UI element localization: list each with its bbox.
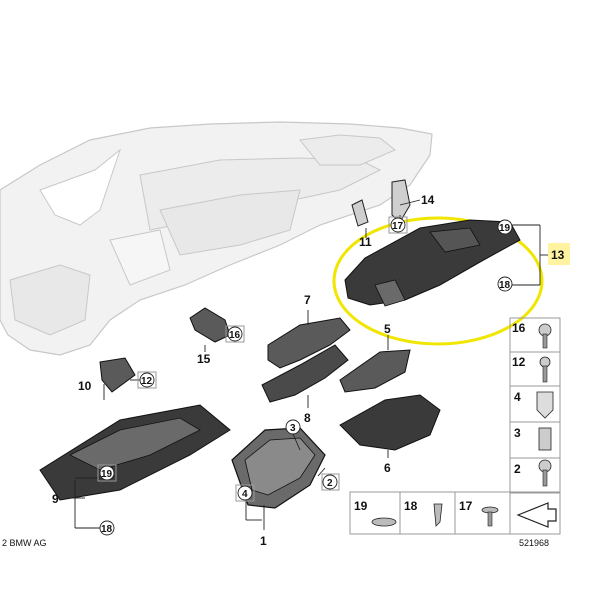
fastener-18-label: 18 — [404, 499, 418, 513]
fastener-column: 16 12 4 3 2 — [509, 317, 561, 494]
callout-13: 13 — [551, 248, 565, 262]
part-8-shape — [261, 344, 349, 403]
dashboard-outline — [0, 121, 433, 356]
leader-lines — [70, 199, 550, 530]
fastener-19-label: 19 — [354, 499, 368, 513]
callout-labels: 1 2 3 4 5 6 7 8 9 10 11 12 13 14 15 16 1… — [52, 193, 565, 548]
callout-5: 5 — [384, 322, 391, 336]
copyright-text: 2 BMW AG — [2, 538, 47, 548]
part-11-shape — [351, 199, 369, 227]
callout-1: 1 — [260, 534, 267, 548]
callout-6: 6 — [384, 461, 391, 475]
callout-14: 14 — [421, 193, 435, 207]
part-15-shape — [189, 307, 231, 343]
callout-3: 3 — [290, 423, 296, 434]
callout-15: 15 — [197, 352, 211, 366]
callout-13-highlight — [548, 243, 570, 265]
callout-9: 9 — [52, 492, 59, 506]
part-9-shape — [39, 404, 231, 501]
fastener-2-label: 2 — [514, 462, 521, 476]
fastener-16-label: 16 — [512, 321, 526, 335]
part-7-shape — [267, 317, 351, 369]
reference-number: 521968 — [519, 538, 549, 548]
callout-18-lower: 18 — [101, 524, 113, 535]
callout-8: 8 — [304, 411, 311, 425]
fastener-3-label: 3 — [514, 426, 521, 440]
part-1-shape — [231, 427, 326, 509]
callout-16: 16 — [229, 330, 241, 341]
callout-11: 11 — [359, 235, 372, 249]
callout-7: 7 — [304, 293, 311, 307]
directional-arrow-icon — [516, 502, 557, 528]
callout-4: 4 — [242, 489, 248, 500]
part-13-shape — [344, 219, 521, 307]
callout-2: 2 — [327, 478, 333, 489]
fastener-12-label: 12 — [512, 355, 526, 369]
callout-17: 17 — [392, 221, 404, 232]
part-10-shape — [99, 357, 136, 393]
callout-10: 10 — [78, 379, 92, 393]
part-6-shape — [339, 394, 441, 451]
part-5-shape — [339, 349, 411, 393]
callout-12: 12 — [141, 376, 153, 387]
highlight-ellipse — [332, 216, 544, 346]
callout-19: 19 — [499, 223, 511, 234]
callout-18: 18 — [499, 280, 511, 291]
part-14-shape — [391, 179, 411, 223]
fastener-4-label: 4 — [514, 390, 521, 404]
callout-19-lower: 19 — [101, 469, 113, 480]
fastener-row: 19 18 17 — [349, 491, 561, 535]
fastener-17-label: 17 — [459, 499, 473, 513]
